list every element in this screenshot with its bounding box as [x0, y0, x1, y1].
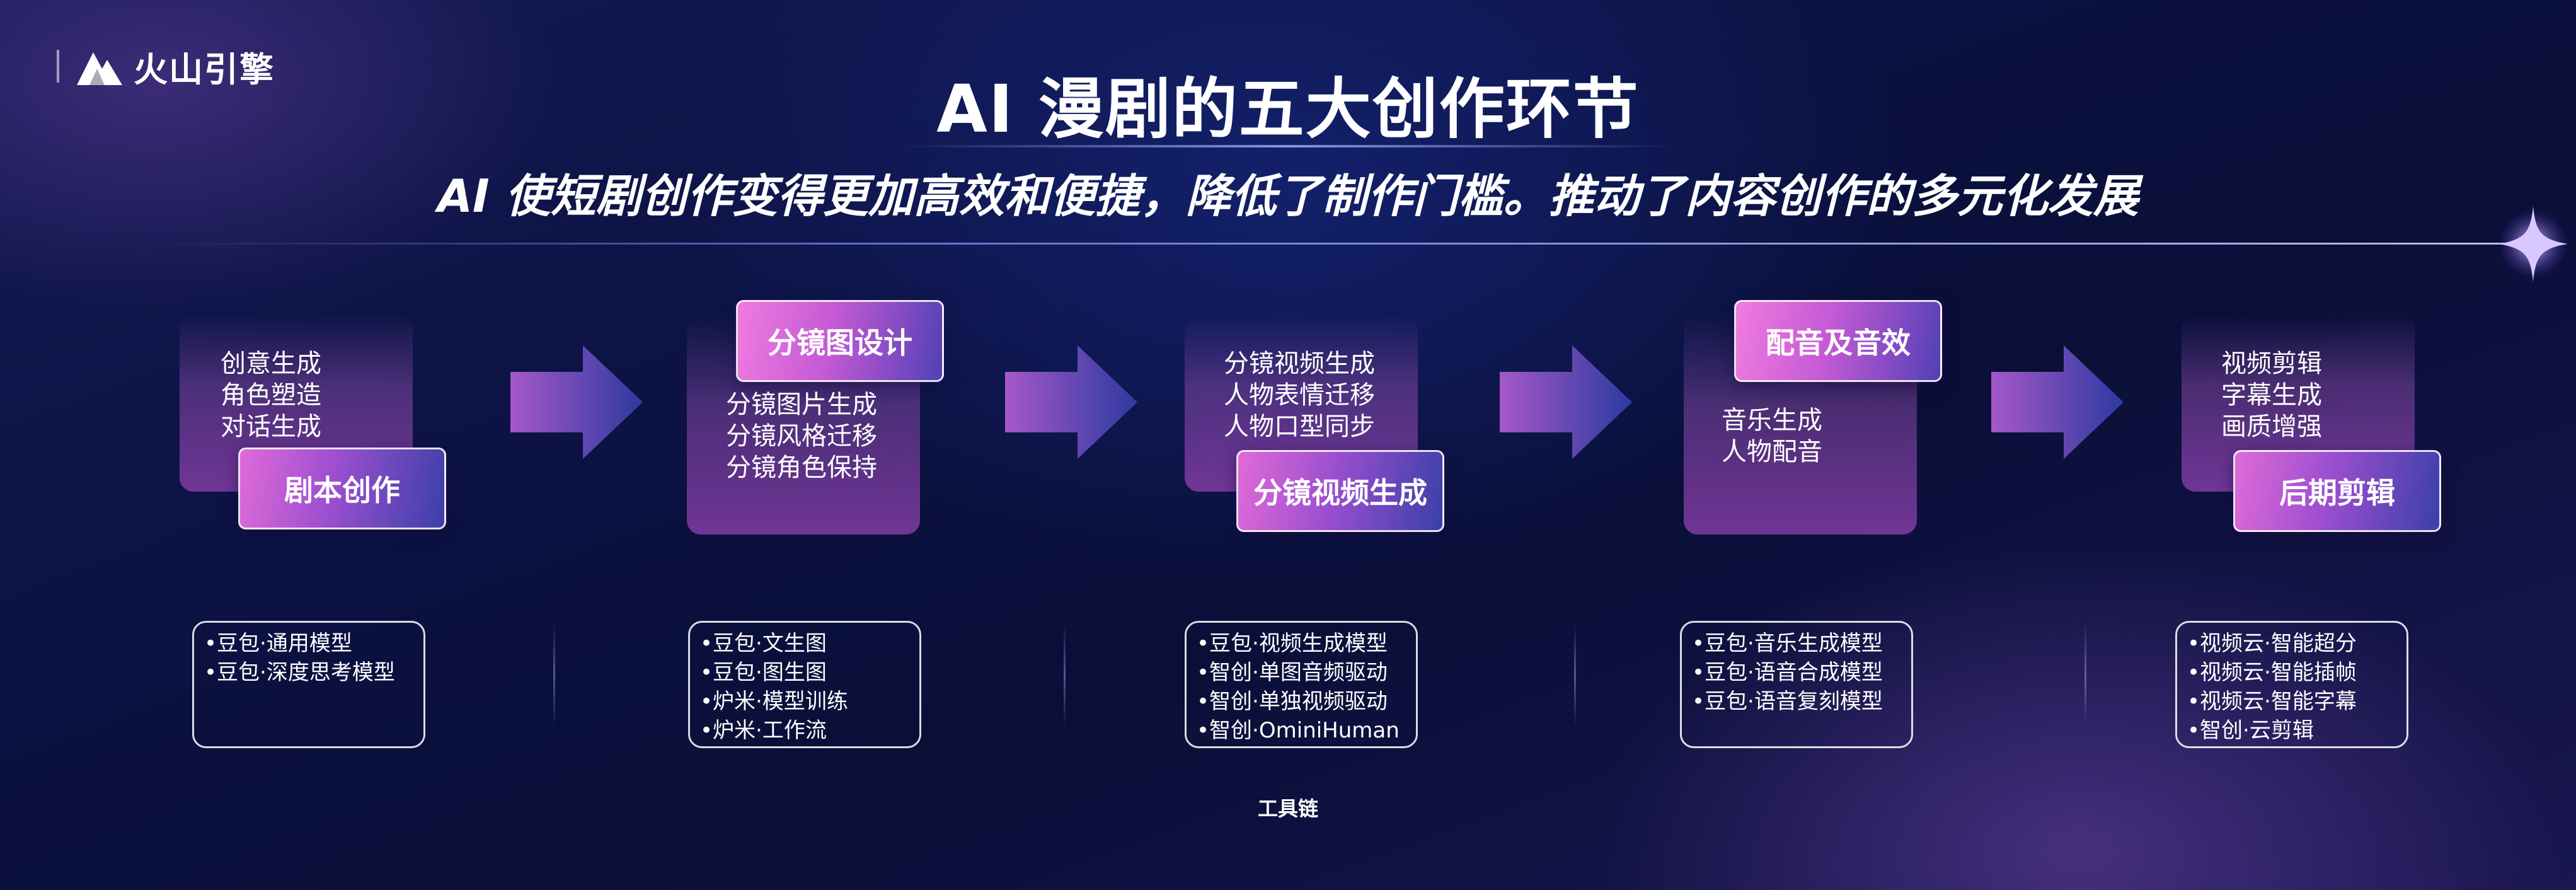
brand-logo: 火山引擎 — [57, 44, 275, 90]
stage-item: 分镜角色保持 — [726, 453, 877, 482]
stage-button-script[interactable]: 剧本创作 — [238, 448, 446, 529]
toolchain-label: 工具链 — [1257, 797, 1318, 821]
header-divider — [145, 243, 2514, 245]
stage-items-storyboard: 分镜图片生成 分镜风格迁移 分镜角色保持 — [726, 389, 877, 483]
stage-item: 人物口型同步 — [1224, 412, 1375, 441]
sparkle-icon — [2498, 206, 2568, 282]
stage-item: 音乐生成 — [1722, 406, 1822, 435]
tool-item: •豆包·音乐生成模型 — [1692, 631, 1883, 656]
stage-button-post[interactable]: 后期剪辑 — [2233, 450, 2441, 532]
tool-item: •豆包·通用模型 — [204, 631, 352, 656]
brand-name: 火山引擎 — [134, 49, 275, 90]
tool-separator — [2084, 623, 2086, 727]
arrow-right-icon — [1991, 345, 2124, 459]
volcano-logo-icon — [77, 52, 122, 85]
tool-separator — [1574, 623, 1576, 727]
arrow-right-icon — [1500, 345, 1632, 459]
tool-item: •视频云·智能字幕 — [2187, 689, 2357, 714]
toolbox-audio: •豆包·音乐生成模型 •豆包·语音合成模型 •豆包·语音复刻模型 — [1680, 621, 1913, 748]
stage-item: 画质增强 — [2221, 412, 2322, 441]
stage-button-audio[interactable]: 配音及音效 — [1734, 300, 1942, 382]
tool-item: •豆包·语音复刻模型 — [1692, 689, 1883, 714]
tool-separator — [1064, 623, 1066, 727]
tool-separator — [553, 623, 555, 727]
tool-item: •豆包·语音合成模型 — [1692, 660, 1883, 685]
toolbox-post: •视频云·智能超分 •视频云·智能插帧 •视频云·智能字幕 •智创·云剪辑 — [2175, 621, 2408, 748]
tool-item: •炉米·模型训练 — [700, 689, 848, 714]
stage-items-video: 分镜视频生成 人物表情迁移 人物口型同步 — [1224, 348, 1375, 442]
title-underline — [901, 145, 1676, 147]
stage-items-audio: 音乐生成 人物配音 — [1722, 405, 1822, 468]
tool-item: •智创·单图音频驱动 — [1197, 660, 1388, 685]
stage-item: 人物表情迁移 — [1224, 381, 1375, 410]
tool-item: •智创·云剪辑 — [2187, 718, 2314, 743]
page-subtitle: AI 使短剧创作变得更加高效和便捷，降低了制作门槛。推动了内容创作的多元化发展 — [437, 170, 2139, 222]
stage-item: 创意生成 — [221, 349, 321, 378]
tool-item: •视频云·智能超分 — [2187, 631, 2357, 656]
stage-item: 对话生成 — [221, 412, 321, 441]
arrow-right-icon — [510, 345, 643, 459]
tool-item: •豆包·深度思考模型 — [204, 660, 395, 685]
stage-items-post: 视频剪辑 字幕生成 画质增强 — [2221, 348, 2322, 442]
stage-button-video[interactable]: 分镜视频生成 — [1236, 450, 1444, 532]
toolbox-storyboard: •豆包·文生图 •豆包·图生图 •炉米·模型训练 •炉米·工作流 — [688, 621, 921, 748]
toolbox-script: •豆包·通用模型 •豆包·深度思考模型 — [192, 621, 425, 748]
tool-item: •智创·单独视频驱动 — [1197, 689, 1388, 714]
stage-item: 分镜图片生成 — [726, 390, 877, 419]
stage-item: 字幕生成 — [2221, 381, 2322, 410]
stage-item: 分镜视频生成 — [1224, 349, 1375, 378]
tool-item: •豆包·视频生成模型 — [1197, 631, 1388, 656]
stage-button-storyboard[interactable]: 分镜图设计 — [736, 300, 944, 382]
page-title: AI 漫剧的五大创作环节 — [936, 71, 1640, 147]
stage-item: 分镜风格迁移 — [726, 422, 877, 451]
tool-item: •炉米·工作流 — [700, 718, 827, 743]
stage-item: 人物配音 — [1722, 437, 1822, 466]
stage-item: 视频剪辑 — [2221, 349, 2322, 378]
tool-item: •智创·OminiHuman — [1197, 718, 1400, 743]
arrow-right-icon — [1005, 345, 1137, 459]
toolbox-video: •豆包·视频生成模型 •智创·单图音频驱动 •智创·单独视频驱动 •智创·Omi… — [1185, 621, 1418, 748]
stage-item: 角色塑造 — [221, 381, 321, 410]
tool-item: •豆包·图生图 — [700, 660, 827, 685]
logo-divider — [57, 50, 59, 83]
tool-item: •视频云·智能插帧 — [2187, 660, 2357, 685]
stage-items-script: 创意生成 角色塑造 对话生成 — [221, 348, 321, 442]
tool-item: •豆包·文生图 — [700, 631, 827, 656]
